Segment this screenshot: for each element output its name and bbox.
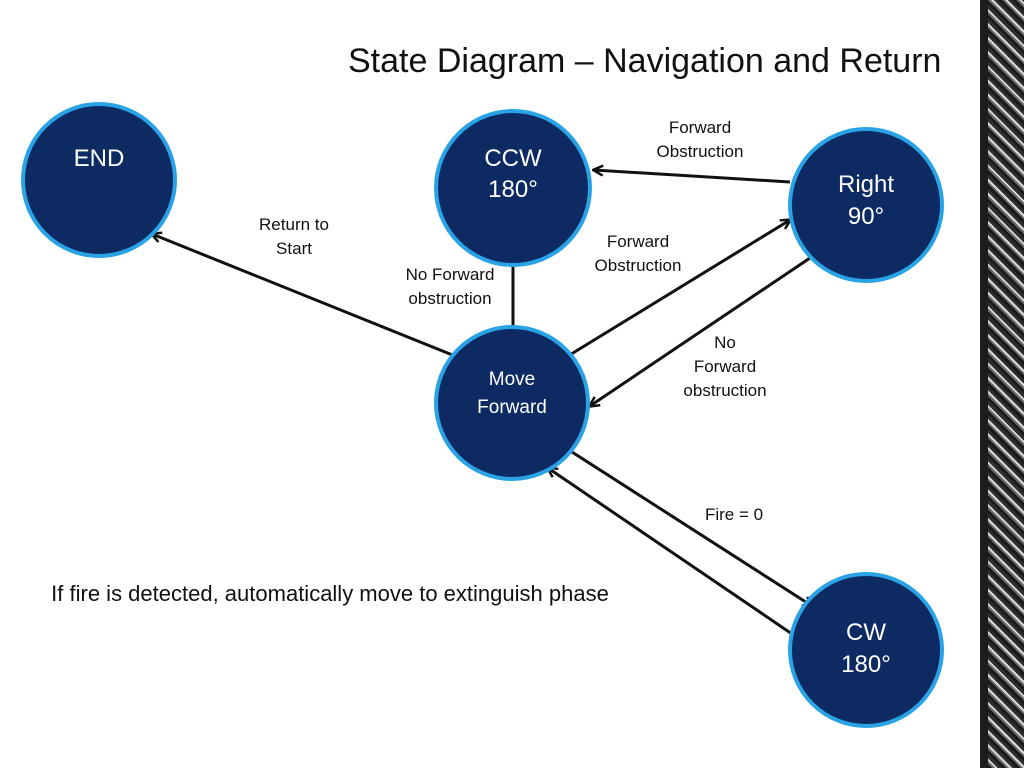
edge-move-to-cw — [571, 450, 812, 606]
state-cw-label-line1: CW — [846, 619, 886, 646]
edge-label-line: Obstruction — [595, 256, 682, 275]
edge-right-to-move — [590, 256, 811, 406]
state-ccw: CCW 180° — [434, 109, 592, 267]
edge-label-line: Start — [276, 239, 312, 258]
edge-cw-to-move — [548, 468, 796, 638]
edge-label-line: obstruction — [683, 381, 766, 400]
edge-label-line: Forward — [694, 357, 756, 376]
state-ccw-label-line1: CCW — [484, 145, 542, 172]
edge-label-line: Forward — [607, 232, 669, 251]
edge-label-move-to-end: Return to Start — [259, 215, 329, 258]
state-right-label-line2: 90° — [848, 203, 884, 230]
state-move-label-line1: Move — [489, 369, 535, 390]
edge-move-to-end — [152, 234, 456, 358]
edge-label-line: Return to — [259, 215, 329, 234]
edge-label-right-to-move: No Forward obstruction — [683, 333, 766, 400]
decorative-side-strip — [980, 0, 1024, 768]
edge-label-line: obstruction — [408, 289, 491, 308]
state-move-label-line2: Forward — [477, 397, 547, 418]
fire-detection-note: If fire is detected, automatically move … — [51, 581, 609, 606]
state-cw: CW 180° — [788, 572, 944, 728]
edge-label-move-to-right: Forward Obstruction — [595, 232, 682, 275]
edge-label-move-to-cw: Fire = 0 — [705, 505, 763, 524]
state-right-label-line1: Right — [838, 171, 894, 198]
edge-label-right-to-ccw: Forward Obstruction — [657, 118, 744, 161]
page-title: State Diagram – Navigation and Return — [348, 42, 942, 80]
state-diagram: END CCW 180° Right 90° Move Forward CW 1… — [21, 102, 944, 728]
state-end-label: END — [74, 145, 125, 172]
edge-label-line: Forward — [669, 118, 731, 137]
edge-label-line: No Forward — [406, 265, 495, 284]
edge-right-to-ccw — [594, 170, 791, 184]
state-ccw-label-line2: 180° — [488, 176, 538, 203]
edge-label-line: No — [714, 333, 736, 352]
edge-label-ccw-to-move: No Forward obstruction — [406, 265, 495, 308]
edge-label-line: Obstruction — [657, 142, 744, 161]
state-cw-label-line2: 180° — [841, 651, 891, 678]
edge-label-line: Fire = 0 — [705, 505, 763, 524]
state-right: Right 90° — [788, 127, 944, 283]
state-end: END — [21, 102, 177, 258]
state-move-forward: Move Forward — [434, 325, 590, 481]
edge-move-to-right — [567, 220, 790, 358]
